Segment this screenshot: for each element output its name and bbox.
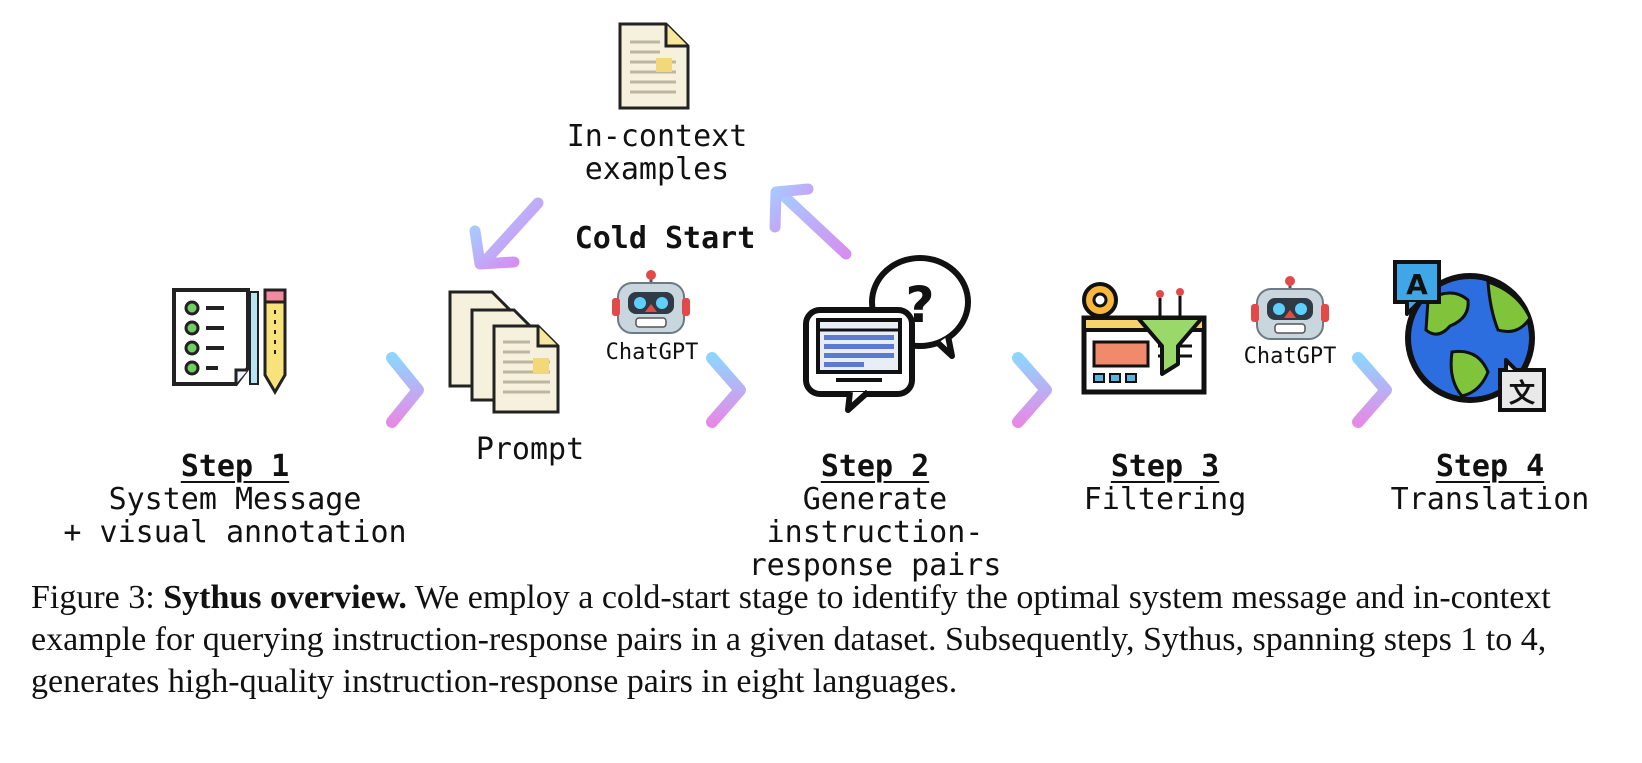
arrow-icon	[769, 183, 852, 260]
funnel-filter-icon	[1081, 282, 1207, 395]
caption-bold: Sythus overview.	[163, 579, 407, 616]
step-title: Step 4	[1435, 449, 1545, 484]
document-icon	[618, 22, 690, 110]
globe-translation-icon: A 文	[1393, 260, 1546, 412]
cold-start-label: Cold Start	[574, 221, 756, 256]
robot-icon	[1251, 276, 1329, 340]
prompt-label: Prompt	[475, 432, 585, 467]
arrow-icon	[599, 352, 746, 428]
arrow-icon	[939, 352, 1052, 428]
chatgpt-label: ChatGPT	[1243, 344, 1337, 369]
caption-prefix: Figure 3:	[31, 579, 164, 616]
arrow-icon	[469, 197, 544, 270]
figure-caption: Figure 3: Sythus overview. We employ a c…	[31, 577, 1616, 703]
chat-question-icon: ?	[803, 255, 971, 413]
robot-icon	[612, 270, 690, 334]
step-description: Filtering	[1083, 482, 1247, 517]
step-title: Step 3	[1110, 449, 1220, 484]
checklist-pencil-icon	[172, 288, 287, 395]
chatgpt-label: ChatGPT	[605, 340, 699, 365]
step-title: Step 1	[180, 449, 290, 484]
arrow-icon	[1251, 352, 1392, 428]
caption-text: We employ a cold-start stage to identify…	[31, 579, 1551, 700]
in-context-label: In-context examples	[566, 119, 748, 187]
svg-text:A: A	[1406, 268, 1428, 301]
arrow-icon	[311, 352, 424, 428]
step-description: System Message + visual annotation	[63, 482, 407, 550]
step-description: Generate instruction- response pairs	[748, 482, 1002, 583]
step-description: Translation	[1390, 482, 1590, 517]
svg-text:文: 文	[1509, 378, 1536, 409]
documents-stack-icon	[448, 290, 560, 414]
step-title: Step 2	[820, 449, 930, 484]
